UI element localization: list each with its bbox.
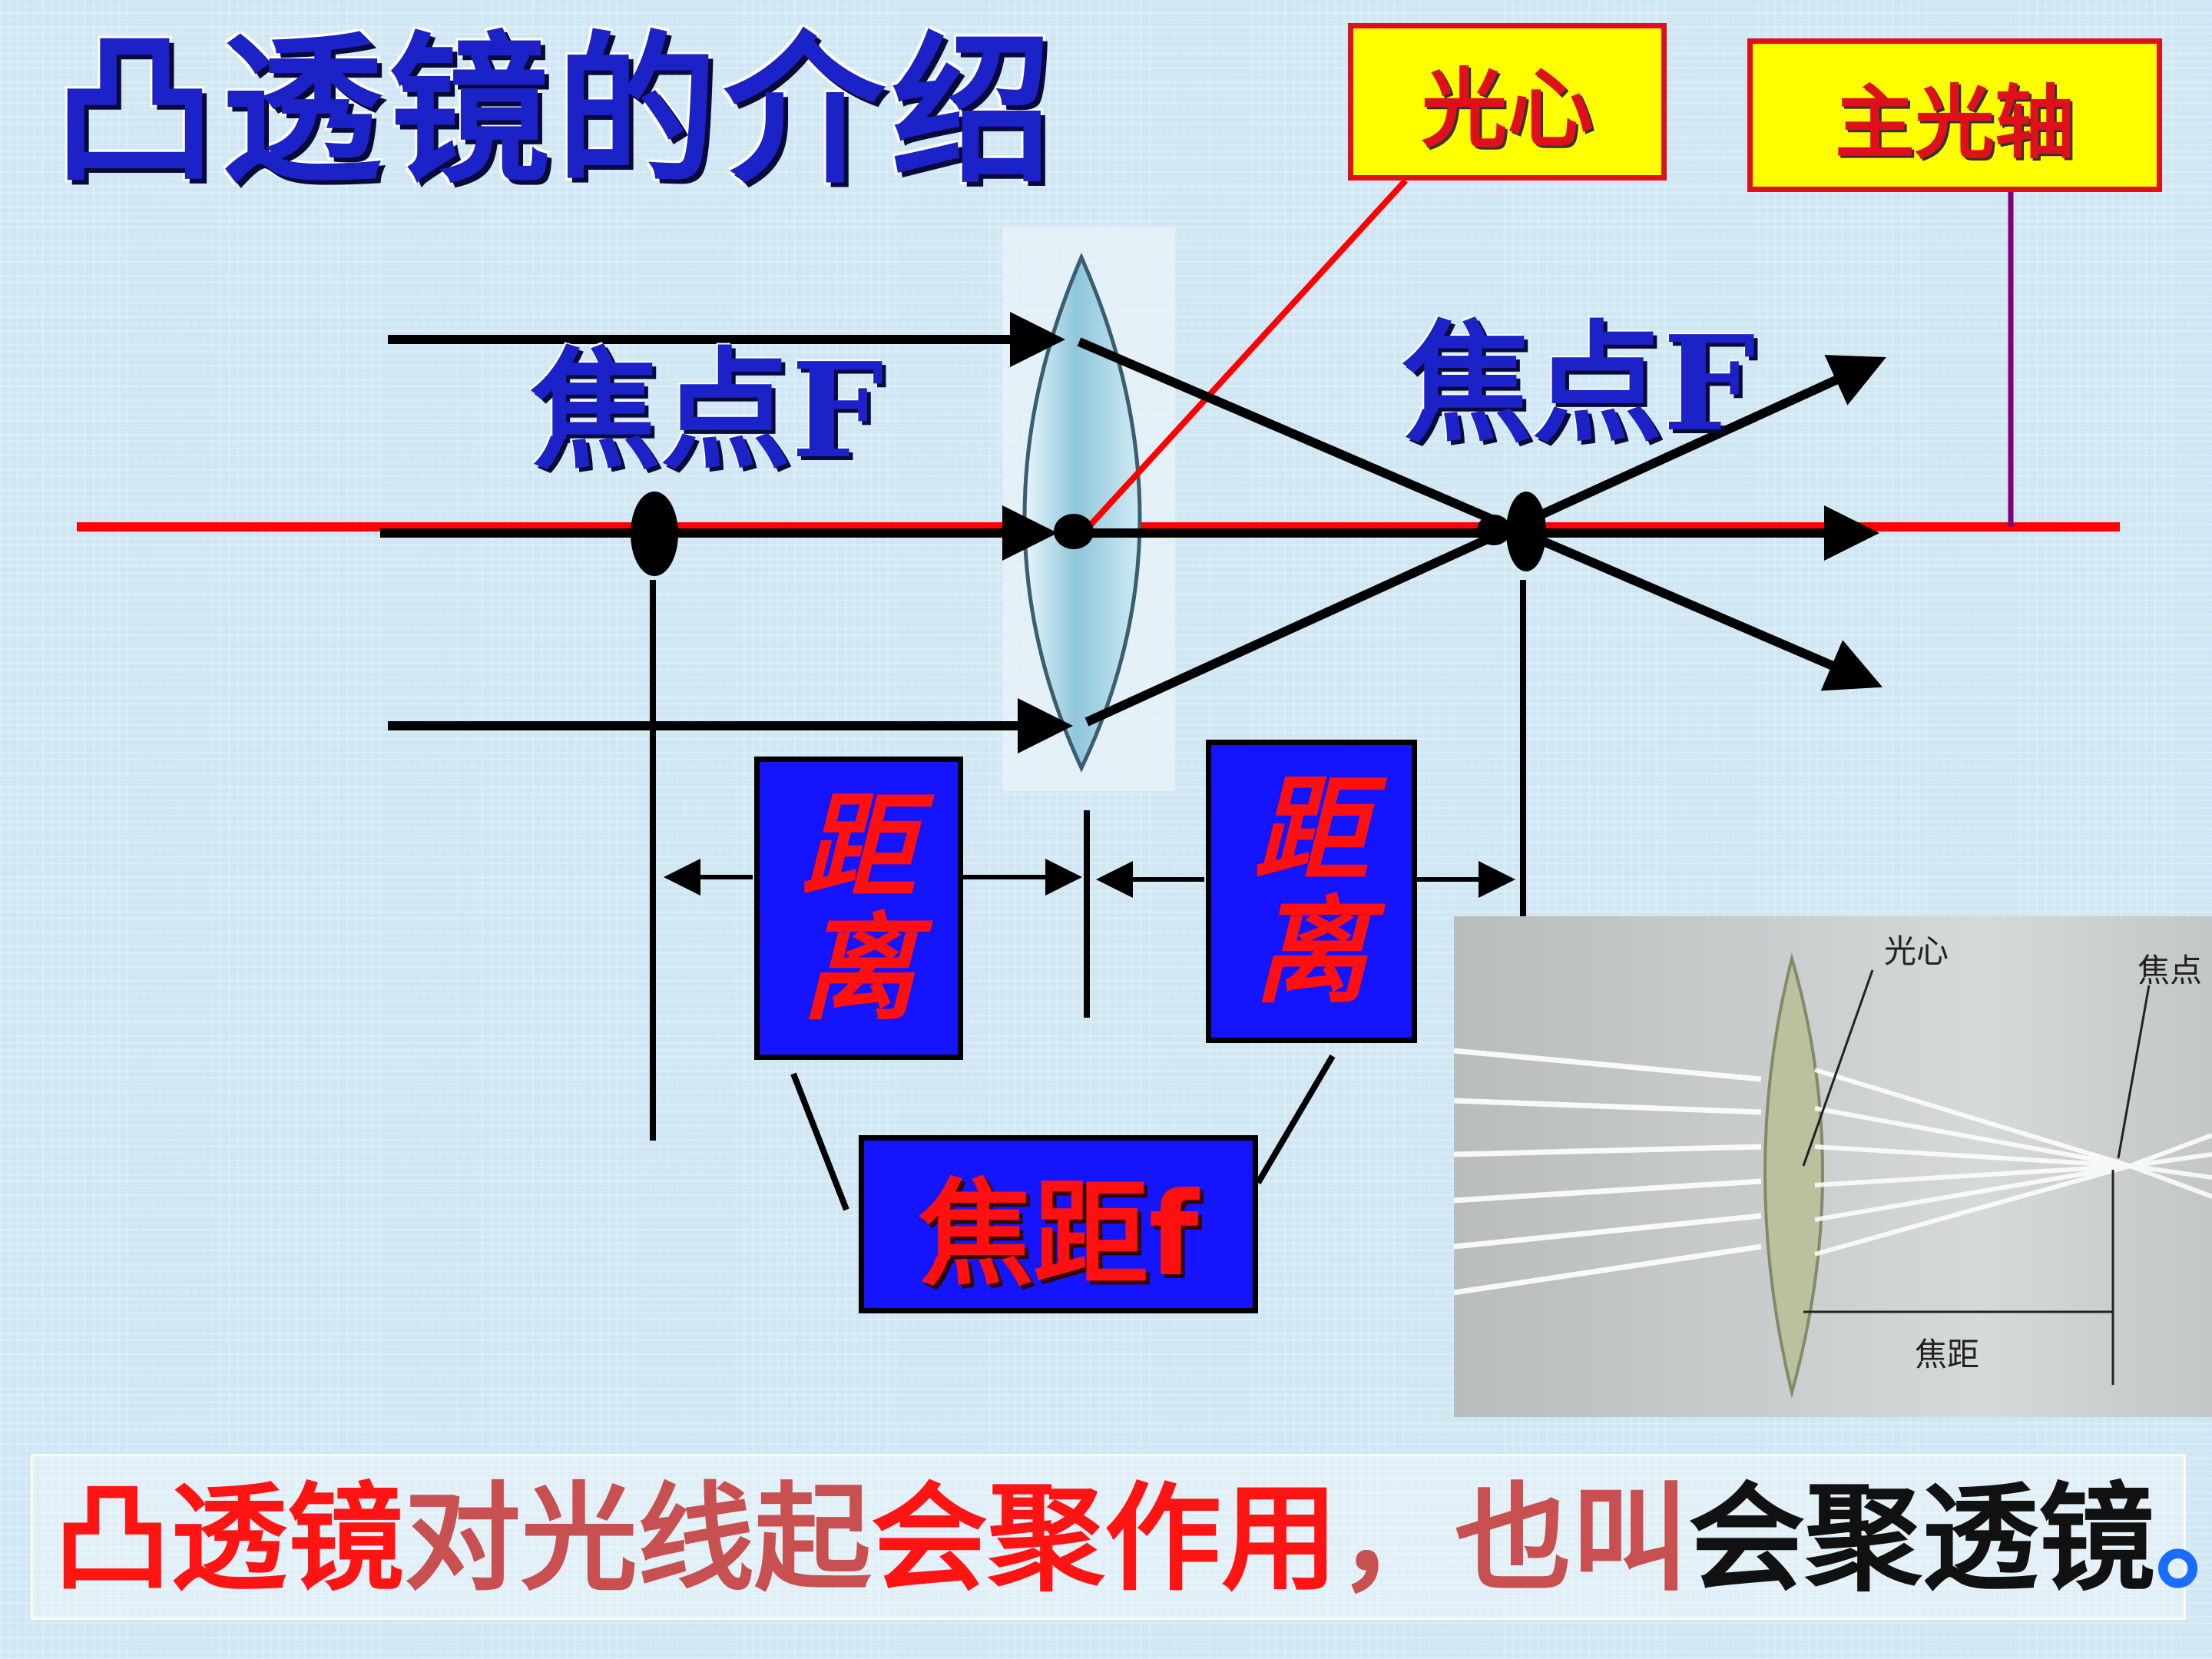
photo-focus-pointer: [2117, 985, 2151, 1159]
photo-beam-in-6: [1454, 1243, 1762, 1296]
caption-part-2: 对光线起: [404, 1471, 871, 1607]
photo-beam-out-5: [1814, 1164, 2131, 1222]
focal-point-left-label: 焦点F: [530, 334, 884, 488]
focal-length-box: 焦距f: [859, 1135, 1258, 1313]
convergence-point: [1477, 515, 1511, 545]
photo-lens: [1763, 952, 1824, 1399]
caption-part-6: 。: [2155, 1471, 2212, 1607]
photo-beam-beyond-3: [2129, 1164, 2212, 1180]
focal-connector-right: [1255, 1054, 1336, 1185]
distance-box-right-char-1: 距: [1253, 763, 1369, 898]
page-title: 凸透镜的介绍: [54, 17, 1059, 205]
photo-beam-in-1: [1454, 1048, 1762, 1082]
photo-beam-beyond-2: [2129, 1152, 2212, 1168]
focal-point-right-label: 焦点F: [1402, 307, 1756, 461]
focal-point-left: [631, 492, 678, 576]
photo-center-pointer: [1802, 969, 1874, 1167]
caption-part-3: 会聚作用: [871, 1471, 1338, 1607]
photo-beam-in-3: [1454, 1144, 1762, 1157]
lens-photo: 光心 焦点 焦距: [1454, 916, 2212, 1417]
distance-box-left-char-2: 离: [800, 900, 916, 1036]
caption-band: [31, 1454, 2186, 1620]
caption-part-1: 凸透镜: [54, 1471, 404, 1607]
photo-optical-center-text: 光心: [1884, 932, 1949, 970]
photo-beam-beyond-1: [2128, 1133, 2212, 1168]
refracted-ray-top: [1077, 337, 1883, 691]
photo-beam-in-2: [1454, 1098, 1762, 1115]
photo-beam-out-3: [1814, 1144, 2131, 1168]
photo-beam-out-2: [1814, 1106, 2131, 1168]
lens-photo-drawing: 光心 焦点 焦距: [1454, 932, 2212, 1399]
optical-center-pointer: [1082, 178, 1408, 534]
photo-beam-in-4: [1454, 1178, 1762, 1204]
refracted-ray-bottom: [1084, 355, 1886, 727]
photo-focal-length-text: 焦距: [1915, 1336, 1979, 1373]
caption-part-4: ，也叫: [1338, 1471, 1688, 1607]
convex-lens: [1022, 252, 1142, 773]
photo-beam-in-5: [1454, 1213, 1762, 1250]
distance-box-right: 距 离: [1206, 740, 1417, 1043]
photo-beam-out-1: [1814, 1068, 2131, 1168]
distance-box-right-char-2: 离: [1253, 883, 1369, 1019]
focal-point-right: [1506, 492, 1546, 571]
photo-focus-text: 焦点: [2137, 952, 2202, 989]
caption-text: 凸透镜对光线起会聚作用，也叫会聚透镜。: [54, 1475, 2212, 1603]
distance-box-left-char-1: 距: [800, 780, 916, 915]
principal-axis-label: 主光轴: [1747, 38, 2162, 192]
focal-connector-left: [790, 1072, 849, 1211]
caption-part-5: 会聚透镜: [1688, 1471, 2155, 1607]
photo-beam-out-6: [1814, 1164, 2131, 1257]
optical-center-point: [1054, 514, 1094, 549]
distance-box-left: 距 离: [754, 757, 963, 1060]
photo-beam-out-4: [1814, 1164, 2131, 1187]
optical-center-label: 光心: [1348, 23, 1667, 180]
photo-beam-beyond-4: [2128, 1164, 2212, 1199]
